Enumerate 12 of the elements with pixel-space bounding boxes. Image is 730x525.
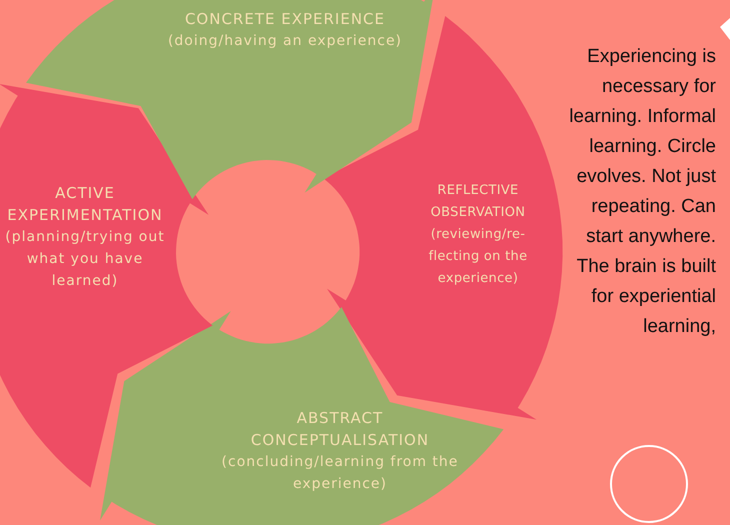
stage-heading: CONCRETE EXPERIENCE	[184, 9, 386, 30]
cycle-arrow-segment	[0, 84, 213, 488]
stage-description: (concluding/learning from the experience)	[220, 452, 460, 494]
cycle-arrow-segment	[100, 307, 504, 525]
note-text: Experiencing is necessary for learning. Informal learning. Circle evolves. Not just repeating. Can start anywhere. The brain is built for experiential learning,	[568, 45, 716, 339]
circle-outline	[610, 445, 688, 523]
stage-description: (doing/having an experience)	[166, 32, 404, 51]
stage-heading: REFLECTIVE OBSERVATION	[430, 182, 526, 222]
stage-heading: ABSTRACT CONCEPTUALISATION	[250, 408, 430, 451]
stage-description: (reviewing/re-flecting on the experience)	[428, 226, 528, 288]
stage-description: (planning/trying out what you have learned)	[4, 228, 166, 291]
stage-heading: ACTIVE EXPERIMENTATION	[6, 182, 164, 226]
